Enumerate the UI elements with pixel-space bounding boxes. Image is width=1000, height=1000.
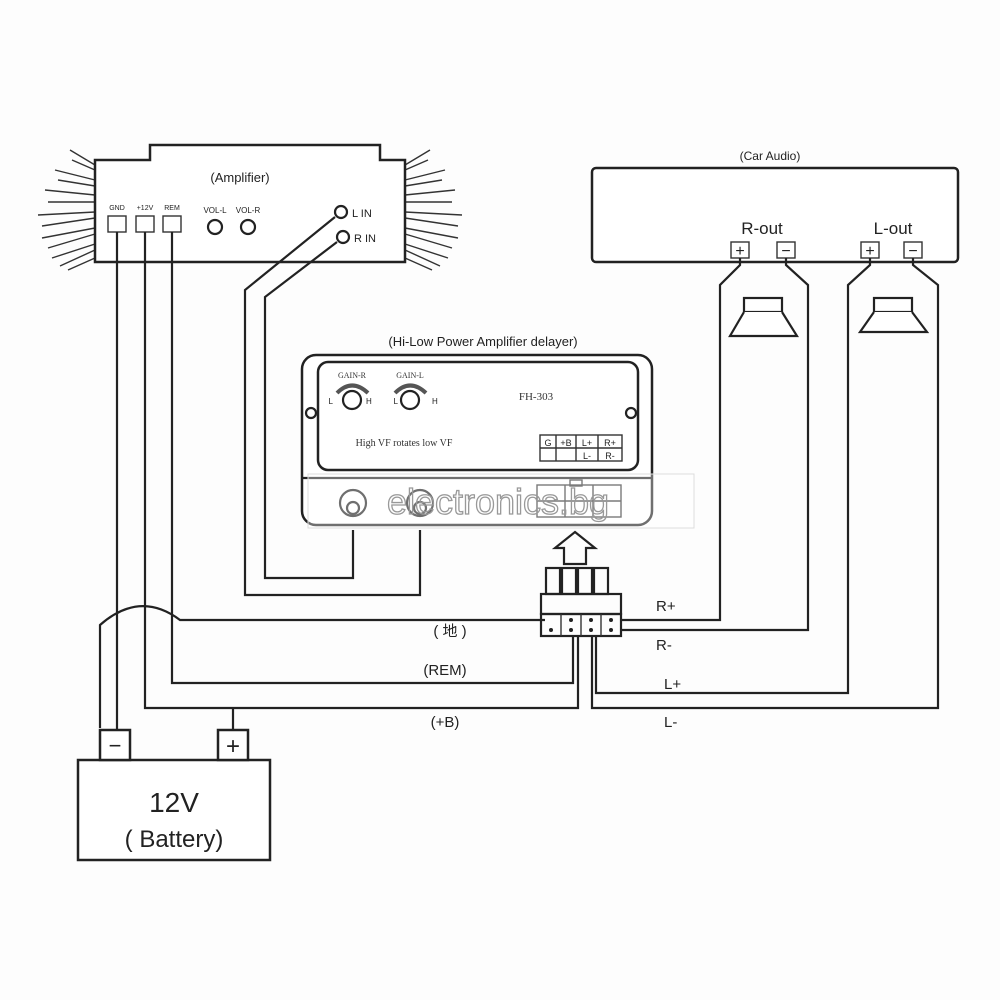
svg-text:−: − [908, 243, 917, 260]
car-audio-unit [590, 166, 960, 264]
pin-r-minus: R- [605, 451, 615, 461]
svg-text:+: + [865, 243, 874, 260]
knob-label-vol-r: VOL-R [236, 206, 261, 215]
wiring-plug[interactable] [539, 566, 623, 638]
battery-label: ( Battery) [125, 826, 224, 853]
speaker-left [857, 296, 930, 334]
gain-l-arc [393, 383, 428, 395]
terminal-label-rem: REM [164, 205, 180, 212]
knob-vol-l[interactable] [206, 218, 224, 236]
terminal-label-gnd: GND [109, 205, 125, 212]
jack-r-in[interactable] [335, 229, 351, 245]
model-label: FH-303 [519, 391, 554, 403]
r-out-label: R-out [741, 219, 783, 238]
watermark: electronics.bg [307, 473, 695, 529]
battery-minus-terminal[interactable]: − [98, 728, 132, 762]
delayer-label: (Hi-Low Power Amplifier delayer) [388, 334, 577, 349]
wire-label-rem: (REM) [423, 662, 466, 679]
pin-g: G [544, 438, 551, 448]
gain-r-low-label: L [329, 397, 334, 406]
rca-jacks[interactable] [338, 488, 435, 518]
amplifier-label: (Amplifier) [210, 170, 269, 185]
watermark-text: electronics.bg [387, 481, 609, 522]
gain-l-knob[interactable] [399, 389, 421, 411]
jack-label-l-in: L IN [352, 208, 372, 220]
wire-label-r-minus: R- [656, 637, 672, 654]
l-out-label: L-out [874, 219, 913, 238]
battery: − + 12V ( Battery) [76, 728, 272, 862]
wire-label-r-plus: R+ [656, 598, 676, 615]
gain-r-high-label: H [366, 397, 372, 406]
delayer-socket[interactable] [536, 479, 622, 518]
battery-body [76, 758, 272, 862]
gain-r-arc [335, 383, 370, 395]
svg-text:+: + [226, 733, 240, 760]
mount-hole-left [304, 406, 318, 420]
wire-label-l-plus: L+ [664, 676, 681, 693]
svg-text:−: − [781, 243, 790, 260]
knob-label-vol-l: VOL-L [203, 206, 227, 215]
gain-r-label: GAIN-R [338, 371, 367, 380]
pin-l-plus: L+ [582, 438, 592, 448]
gain-r-knob[interactable] [341, 389, 363, 411]
speaker-wires [590, 258, 940, 710]
jack-label-r-in: R IN [354, 233, 376, 245]
delayer: (Hi-Low Power Amplifier delayer) GAIN-R … [300, 334, 654, 527]
gain-l-high-label: H [432, 397, 438, 406]
caption: High VF rotates low VF [356, 438, 453, 449]
pin-map: G +B L+ R+ L- R- [539, 434, 623, 462]
pin-plus-b: +B [560, 438, 571, 448]
rca-wires [243, 216, 422, 597]
heatsink-fins-left [37, 149, 96, 271]
gain-l-low-label: L [394, 397, 399, 406]
car-audio-label: (Car Audio) [740, 149, 801, 163]
speaker-right [728, 296, 799, 338]
pin-r-plus: R+ [604, 438, 616, 448]
insert-arrow-icon [551, 530, 599, 566]
terminal-label-12v: +12V [137, 205, 154, 212]
wire-label-l-minus: L- [664, 714, 677, 731]
gain-l-label: GAIN-L [396, 371, 424, 380]
mount-hole-right [624, 406, 638, 420]
car-audio: (Car Audio) R-out L-out + − + − [590, 149, 960, 264]
wire-label-plus-b: (+B) [431, 714, 460, 731]
knob-vol-r[interactable] [239, 218, 257, 236]
wire-label-gnd: ( 地 ) [433, 623, 466, 640]
power-wires [98, 232, 580, 742]
svg-text:−: − [109, 733, 122, 758]
amplifier: (Amplifier) GND +12V REM VOL-L VOL-R L I… [37, 143, 463, 271]
jack-l-in[interactable] [333, 204, 349, 220]
battery-plus-terminal[interactable]: + [216, 728, 250, 762]
svg-text:+: + [735, 243, 744, 260]
heatsink-fins-right [404, 149, 463, 271]
battery-voltage: 12V [149, 787, 199, 818]
pin-l-minus: L- [583, 451, 591, 461]
